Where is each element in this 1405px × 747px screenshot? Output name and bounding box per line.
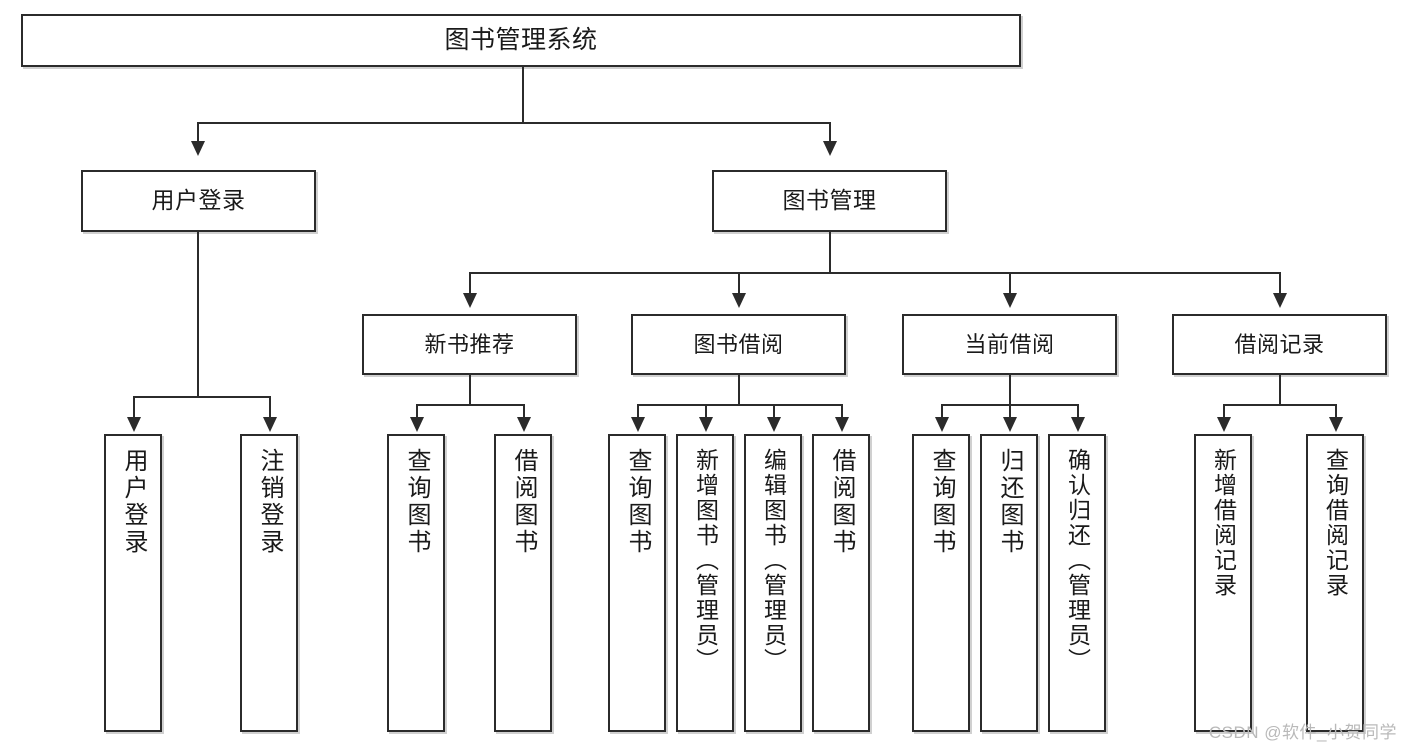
node-label: 查询图书 [403, 448, 430, 556]
arrow-book-borrow-leaf-1 [631, 417, 645, 432]
connector-user-login-bus [133, 396, 271, 398]
node-label: 编辑图书（管理员） [760, 448, 787, 673]
arrow-current-borrow-leaf-1 [935, 417, 949, 432]
watermark: CSDN @软件_小贺同学 [1208, 723, 1397, 742]
arrow-to-book-borrow [732, 293, 746, 308]
node-book-borrow[interactable]: 图书借阅 [631, 314, 846, 375]
connector-level2-bus [469, 272, 1280, 274]
node-label: 借阅图书 [510, 448, 537, 556]
connector-to-book-borrow [738, 272, 740, 296]
connector-book-borrow-leaf-1 [637, 404, 639, 420]
connector-book-borrow-leaf-4 [841, 404, 843, 420]
leaf-current-borrow-query[interactable]: 查询图书 [912, 434, 970, 732]
arrow-book-borrow-leaf-3 [767, 417, 781, 432]
node-label: 查询图书 [624, 448, 651, 556]
arrow-root-to-book-manage [823, 141, 837, 156]
leaf-new-book-query[interactable]: 查询图书 [387, 434, 445, 732]
connector-borrow-record-stem [1279, 375, 1281, 405]
arrow-to-borrow-record [1273, 293, 1287, 308]
connector-to-new-book [469, 272, 471, 296]
leaf-borrow-record-query[interactable]: 查询借阅记录 [1306, 434, 1364, 732]
connector-user-login-leaf-1 [133, 396, 135, 420]
node-root-system[interactable]: 图书管理系统 [21, 14, 1021, 67]
leaf-new-book-borrow[interactable]: 借阅图书 [494, 434, 552, 732]
arrow-book-borrow-leaf-2 [699, 417, 713, 432]
arrow-borrow-record-leaf-1 [1217, 417, 1231, 432]
node-label: 新增图书（管理员） [692, 448, 719, 673]
arrow-current-borrow-leaf-2 [1003, 417, 1017, 432]
connector-current-borrow-leaf-2 [1009, 404, 1011, 420]
connector-book-borrow-stem [738, 375, 740, 405]
node-label: 图书管理 [782, 187, 877, 214]
connector-new-book-stem [469, 375, 471, 405]
arrow-current-borrow-leaf-3 [1071, 417, 1085, 432]
connector-to-borrow-record [1279, 272, 1281, 296]
connector-current-borrow-leaf-1 [941, 404, 943, 420]
leaf-current-borrow-return[interactable]: 归还图书 [980, 434, 1038, 732]
node-label: 归还图书 [996, 448, 1023, 556]
node-label: 查询图书 [928, 448, 955, 556]
connector-book-borrow-leaf-3 [773, 404, 775, 420]
node-book-management[interactable]: 图书管理 [712, 170, 947, 232]
node-label: 借阅图书 [828, 448, 855, 556]
connector-user-login-stem [197, 232, 199, 398]
connector-borrow-record-leaf-1 [1223, 404, 1225, 420]
node-label: 查询借阅记录 [1322, 448, 1349, 598]
arrow-borrow-record-leaf-2 [1329, 417, 1343, 432]
leaf-user-login-logout[interactable]: 注销登录 [240, 434, 298, 732]
leaf-user-login-login[interactable]: 用户登录 [104, 434, 162, 732]
connector-root-to-user-login [197, 122, 199, 144]
connector-book-borrow-leaf-2 [705, 404, 707, 420]
node-new-book-recommend[interactable]: 新书推荐 [362, 314, 577, 375]
leaf-borrow-record-add[interactable]: 新增借阅记录 [1194, 434, 1252, 732]
connector-root-bus [197, 122, 831, 124]
leaf-book-borrow-edit[interactable]: 编辑图书（管理员） [744, 434, 802, 732]
connector-root-stem [522, 67, 524, 123]
arrow-user-login-leaf-2 [263, 417, 277, 432]
arrow-user-login-leaf-1 [127, 417, 141, 432]
node-label: 确认归还（管理员） [1064, 448, 1091, 673]
node-label: 用户登录 [120, 448, 147, 556]
connector-root-to-book-manage [829, 122, 831, 144]
node-label: 新增借阅记录 [1210, 448, 1237, 598]
arrow-book-borrow-leaf-4 [835, 417, 849, 432]
leaf-book-borrow-borrow[interactable]: 借阅图书 [812, 434, 870, 732]
node-label: 新书推荐 [424, 331, 515, 357]
node-current-borrow[interactable]: 当前借阅 [902, 314, 1117, 375]
connector-new-book-bus [416, 404, 524, 406]
node-label: 用户登录 [151, 187, 246, 214]
arrow-to-current-borrow [1003, 293, 1017, 308]
arrow-new-book-leaf-1 [410, 417, 424, 432]
leaf-current-borrow-confirm-return[interactable]: 确认归还（管理员） [1048, 434, 1106, 732]
connector-to-current-borrow [1009, 272, 1011, 296]
arrow-to-new-book [463, 293, 477, 308]
node-label: 当前借阅 [964, 331, 1055, 357]
node-label: 借阅记录 [1234, 331, 1325, 357]
connector-new-book-leaf-1 [416, 404, 418, 420]
connector-new-book-leaf-2 [523, 404, 525, 420]
connector-borrow-record-leaf-2 [1335, 404, 1337, 420]
connector-user-login-leaf-2 [269, 396, 271, 420]
node-user-login[interactable]: 用户登录 [81, 170, 316, 232]
connector-current-borrow-stem [1009, 375, 1011, 405]
node-label: 图书借阅 [693, 331, 784, 357]
arrow-root-to-user-login [191, 141, 205, 156]
connector-current-borrow-leaf-3 [1077, 404, 1079, 420]
connector-borrow-record-bus [1223, 404, 1337, 406]
connector-book-borrow-bus [637, 404, 842, 406]
connector-book-management-stem [829, 232, 831, 273]
node-label: 注销登录 [256, 448, 283, 556]
node-borrow-record[interactable]: 借阅记录 [1172, 314, 1387, 375]
arrow-new-book-leaf-2 [517, 417, 531, 432]
leaf-book-borrow-query[interactable]: 查询图书 [608, 434, 666, 732]
node-label: 图书管理系统 [444, 25, 598, 54]
leaf-book-borrow-add[interactable]: 新增图书（管理员） [676, 434, 734, 732]
